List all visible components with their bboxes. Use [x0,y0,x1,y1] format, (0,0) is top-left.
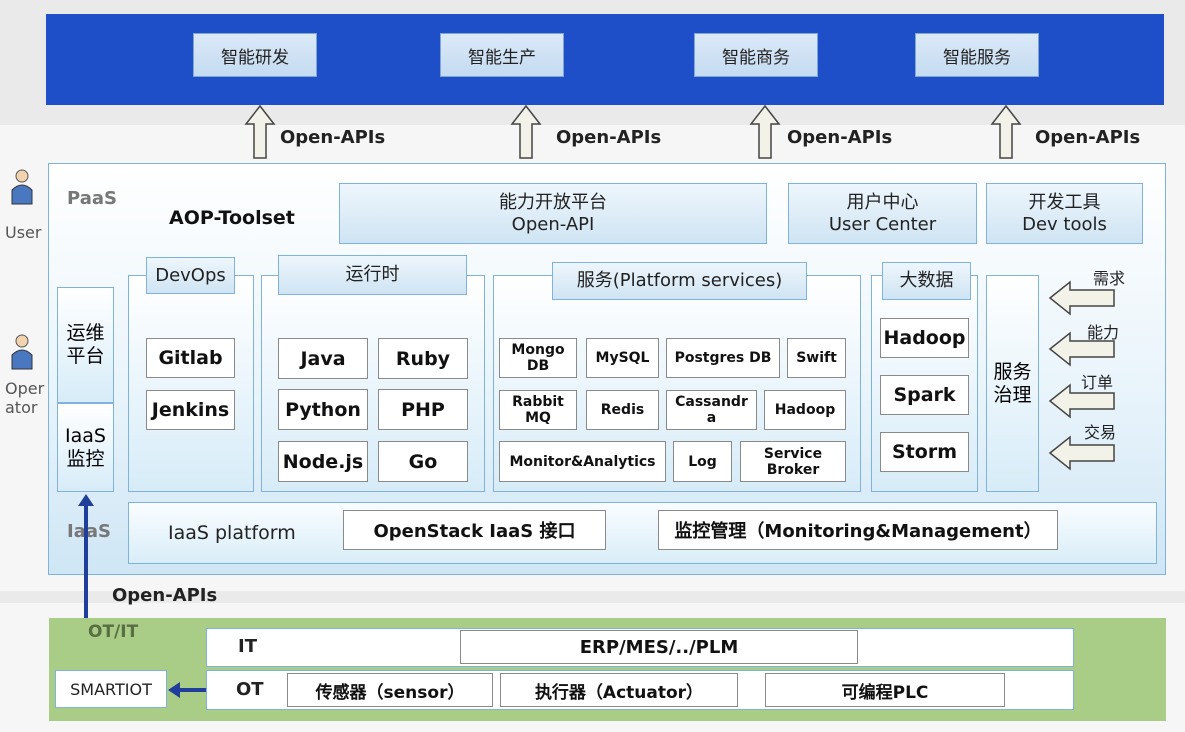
dev-tools-box: 开发工具 Dev tools [986,183,1143,244]
services-title: 服务(Platform services) [552,262,807,300]
left-arrow-icon [1048,435,1115,471]
role-operator-label: Oper ator [5,379,45,417]
iaas-label: IaaS [67,521,111,542]
operator-person-icon [11,334,33,370]
ot-item: 传感器（sensor） [287,673,493,707]
devops-title: DevOps [146,257,235,294]
open-apis-label: Open-APIs [1035,127,1141,148]
arrow-label-trade: 交易 [1084,423,1117,442]
open-apis-label: Open-APIs [556,127,662,148]
devops-item: Gitlab [146,338,235,378]
devops-panel [128,275,254,492]
service-item: Monitor&Analytics [499,441,666,482]
service-item: Mongo DB [499,338,577,378]
up-blue-arrow-icon [78,494,94,644]
bigdata-item: Hadoop [880,318,969,358]
service-item: Rabbit MQ [499,390,577,430]
left-arrow-icon [1048,383,1115,419]
runtime-item: Node.js [278,441,368,482]
service-item: Swift [787,338,846,378]
up-arrow-icon [990,104,1022,159]
smartiot-box: SMARTIOT [55,670,167,708]
aop-toolset-label: AOP-Toolset [169,207,295,229]
service-item: Postgres DB [666,338,780,378]
app-box-commerce: 智能商务 [694,33,818,77]
left-arrow-icon [1048,280,1115,316]
ot-item: 可编程PLC [765,673,1005,707]
up-arrow-icon [244,104,276,159]
ot-label: OT [236,679,264,700]
runtime-item: Java [278,338,368,379]
runtime-title: 运行时 [278,255,467,295]
open-apis-label: Open-APIs [280,127,386,148]
open-platform-box: 能力开放平台 Open-API [339,183,767,244]
user-center-box: 用户中心 User Center [788,183,977,244]
service-item: Log [673,441,732,482]
paas-label: PaaS [67,188,117,209]
service-item: Hadoop [764,390,846,430]
app-box-service: 智能服务 [915,33,1039,77]
iaas-monitor-box: IaaS 监控 [57,403,114,492]
bottom-open-apis-label: Open-APIs [112,585,218,606]
arrow-label-order: 订单 [1081,373,1114,392]
monitoring-box: 监控管理（Monitoring&Management） [658,510,1058,550]
service-governance-box: 服务 治理 [986,275,1039,492]
service-item: MySQL [586,338,659,378]
left-arrow-icon [1048,331,1115,367]
bigdata-item: Spark [880,375,969,415]
iaas-platform-label: IaaS platform [168,522,296,544]
runtime-item: Go [378,441,468,482]
up-arrow-icon [510,104,542,159]
runtime-item: PHP [378,389,468,430]
otit-label: OT/IT [88,622,139,642]
it-label: IT [238,636,257,657]
service-item: Cassandr a [666,390,757,430]
bigdata-title: 大数据 [882,262,971,300]
it-item: ERP/MES/../PLM [460,630,858,664]
ops-platform-box: 运维 平台 [57,287,114,403]
service-item: Redis [586,390,659,430]
devops-item: Jenkins [146,390,235,430]
up-arrow-icon [749,104,781,159]
bigdata-item: Storm [880,432,969,472]
app-box-production: 智能生产 [440,33,564,77]
runtime-item: Ruby [378,338,468,379]
arrow-label-demand: 需求 [1093,269,1126,288]
openstack-box: OpenStack IaaS 接口 [343,510,606,550]
app-box-rd: 智能研发 [193,33,317,77]
user-person-icon [11,169,33,205]
open-apis-label: Open-APIs [787,127,893,148]
ot-item: 执行器（Actuator） [500,673,738,707]
service-item: Service Broker [740,441,846,482]
left-blue-arrow-icon [168,682,206,698]
runtime-item: Python [278,389,368,430]
arrow-label-capability: 能力 [1087,323,1120,342]
role-user-label: User [5,223,42,242]
